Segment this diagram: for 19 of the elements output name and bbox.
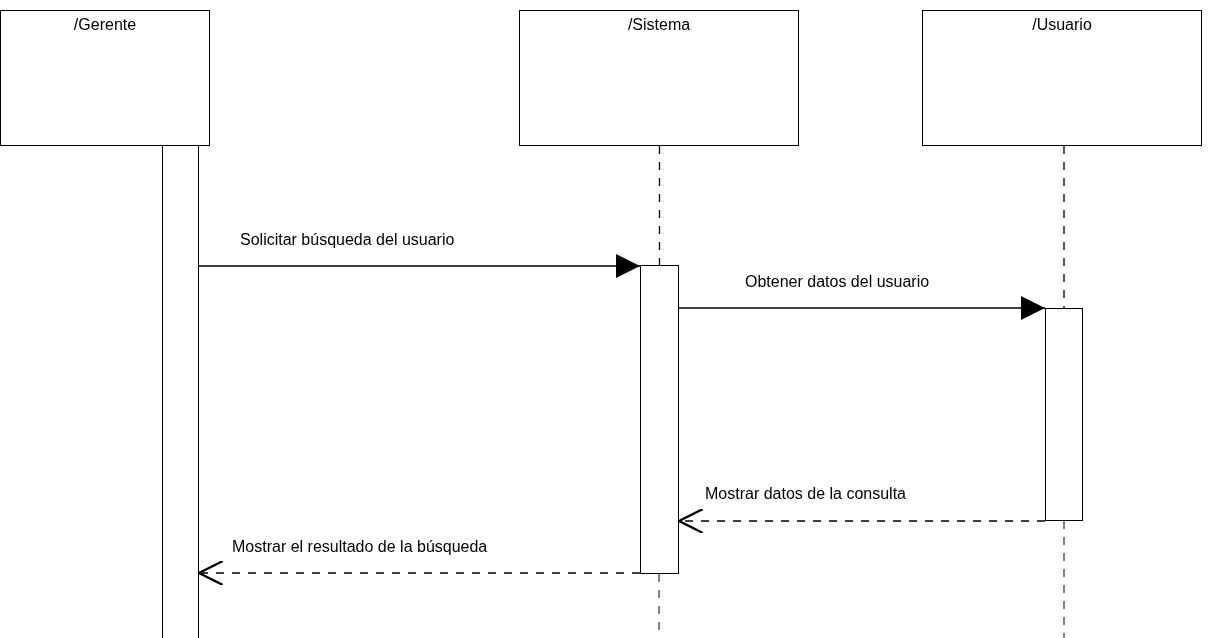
activation-bar [1045,308,1083,521]
participant-name: /Sistema [627,16,691,34]
arrow [677,507,1046,535]
activation-bar [162,145,199,638]
lifeline [658,145,661,266]
arrow [678,296,1046,320]
lifeline-head-box [0,10,210,146]
lifeline-head-box [519,10,799,146]
lifeline-head-box [922,10,1202,146]
message-label: Mostrar el resultado de la búsqueda [232,537,488,557]
arrow [197,559,641,587]
message-label: Mostrar datos de la consulta [705,484,906,504]
message-label: Obtener datos del usuario [745,272,930,292]
participant-name: /Gerente [73,16,137,34]
activation-bar [640,265,679,574]
participant-name: /Usuario [1032,16,1092,34]
arrow [198,254,641,278]
lifeline [1063,145,1065,309]
message-label: Solicitar búsqueda del usuario [240,230,455,250]
